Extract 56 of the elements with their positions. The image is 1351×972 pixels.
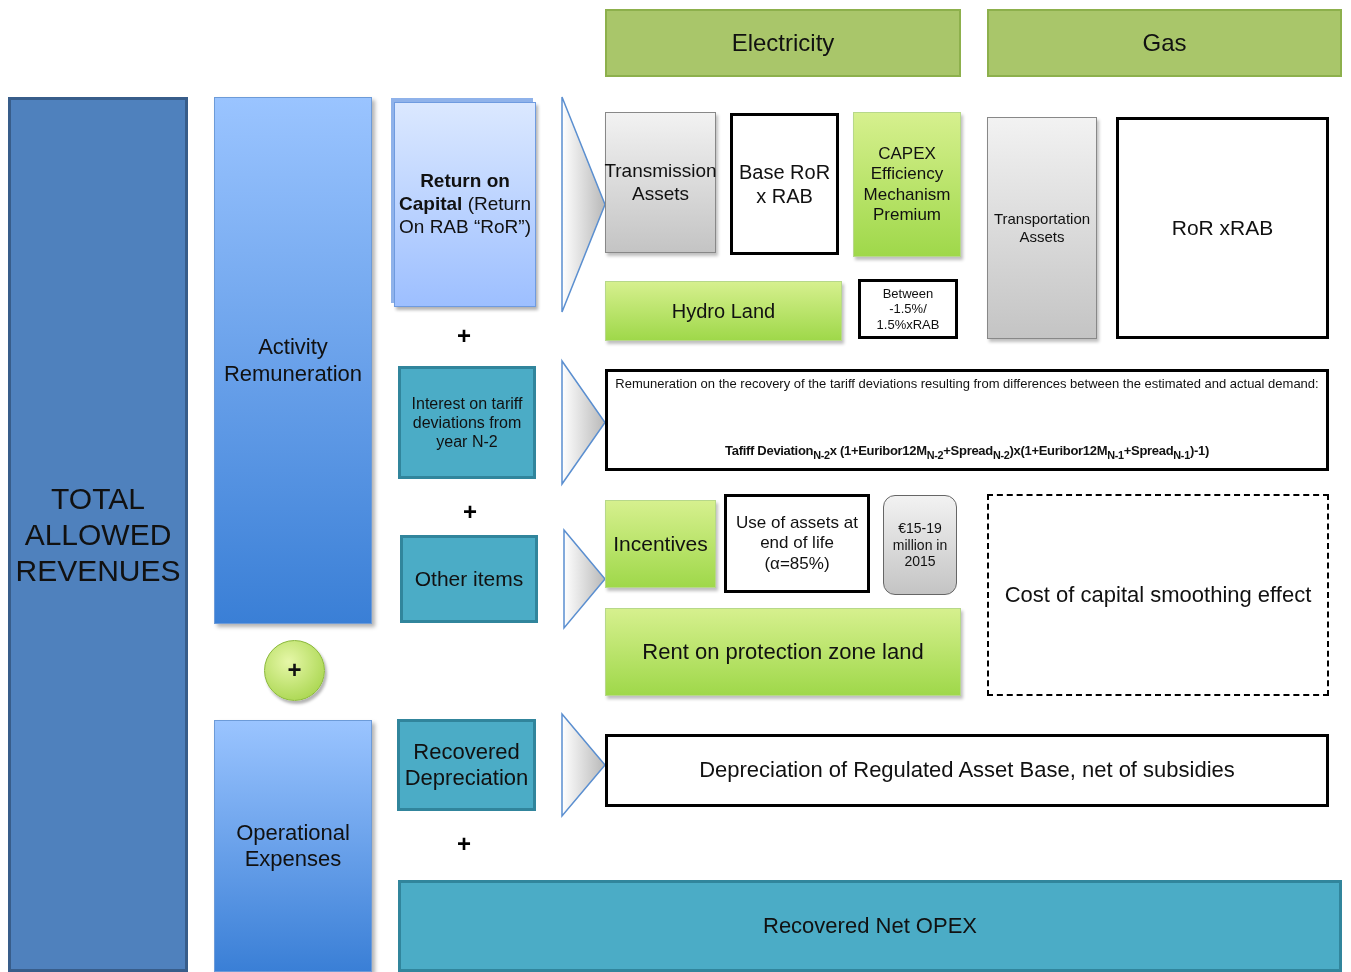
box-label: Between -1.5%/ 1.5%xRAB: [875, 285, 941, 333]
plus-sign: +: [457, 830, 471, 858]
box-label: Incentives: [613, 531, 708, 557]
formula-text: Tafiff Deviation$_{N-2}$x (1+Euribor12M$_{N-2}$+Spread$_{N-2}$)x(1+Euribor12M$_{N-1}$+Spread$_{N-1}$)-1): [725, 443, 1209, 462]
box-label: Electricity: [731, 28, 835, 58]
asset-box: [987, 117, 1097, 339]
formula-box: [1116, 117, 1329, 339]
box-label: Recovered Depreciation: [403, 738, 530, 792]
component-box: [400, 535, 538, 623]
formula-box: [605, 734, 1329, 807]
component-box: [398, 366, 536, 479]
box-label: +: [287, 656, 302, 685]
plus-sign: +: [463, 498, 477, 526]
header-band: [605, 9, 961, 77]
box-label: RoR xRAB: [1171, 215, 1274, 241]
box-label: Other items: [414, 566, 524, 592]
box-label: Hydro Land: [671, 299, 776, 323]
box-label: Return on Capital (Return On RAB “RoR”): [398, 170, 532, 239]
formula-box: [724, 494, 870, 593]
plus-circle: [264, 640, 325, 701]
box-label: TOTAL ALLOWED REVENUES: [14, 480, 182, 589]
box-label: Activity Remuneration: [222, 334, 364, 387]
box-label: Gas: [1142, 28, 1187, 58]
plus-sign: +: [457, 322, 471, 350]
item-box: [605, 608, 961, 696]
box-label: Base RoR x RAB: [737, 160, 832, 208]
box-label: Remuneration on the recovery of the tariff deviations resulting from differences between the estimated and actual demand:: [615, 376, 1319, 392]
chevron-arrow: [563, 527, 606, 631]
chevron-arrow: [561, 358, 606, 487]
box-label: Rent on protection zone land: [642, 638, 924, 666]
component-box: [397, 719, 536, 811]
box-label: Use of assets at end of life (α=85%): [735, 512, 859, 575]
box-label: Transportation Assets: [992, 210, 1092, 246]
category-bar: [214, 720, 372, 972]
header-band: [987, 9, 1342, 77]
box-label: Recovered Net OPEX: [763, 912, 977, 940]
item-box: [853, 112, 961, 257]
item-box: [605, 281, 842, 341]
asset-box: [605, 112, 716, 253]
note-box: [987, 494, 1329, 696]
category-bar: [214, 97, 372, 624]
box-label: €15-19 million in 2015: [891, 519, 949, 571]
box-label: Cost of capital smoothing effect: [1004, 581, 1312, 609]
box-label: Depreciation of Regulated Asset Base, net of subsidies: [699, 757, 1235, 784]
formula-box: [605, 369, 1329, 471]
box-label: CAPEX Efficiency Mechanism Premium: [862, 143, 952, 226]
chevron-arrow: [561, 96, 606, 313]
component-box: [398, 880, 1342, 972]
amount-box: [883, 495, 957, 595]
box-label: Operational Expenses: [235, 819, 351, 873]
range-box: [858, 279, 958, 339]
category-bar: [8, 97, 188, 972]
chevron-arrow: [561, 711, 606, 819]
box-label: Transmission Assets: [604, 159, 717, 206]
box-label: Interest on tariff deviations from year N-2: [410, 393, 524, 452]
formula-box: [730, 113, 839, 255]
